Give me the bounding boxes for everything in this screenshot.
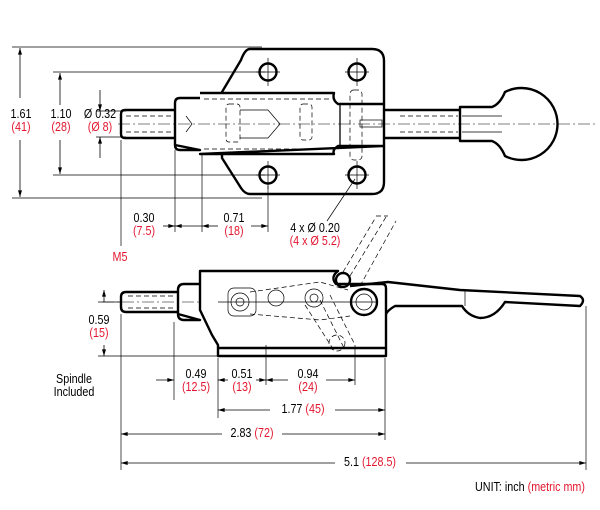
dim-label-overall-length: 5.1 (128.5): [336, 456, 405, 469]
hole-spacing-vertical-inch: 1.10: [50, 107, 72, 121]
overall-length-mm: (128.5): [361, 455, 397, 469]
dim-label-base-front-to-hole: 0.51 (13): [228, 368, 256, 394]
base-plate-outline: [220, 47, 386, 196]
spindle-length-inch: 0.30: [133, 211, 155, 225]
hole-leader: [326, 178, 356, 222]
spindle-diameter-inch: Ø 0.32: [83, 107, 117, 121]
spindle-height-mm: (15): [89, 326, 109, 340]
handle-knob: [458, 86, 559, 162]
spindle-thread: [119, 108, 175, 140]
dim-label-overall-height: 1.61 (41): [6, 108, 35, 134]
spindle-note: Spindle Included: [50, 373, 98, 399]
spindle-note-line2: Included: [53, 385, 95, 399]
base-front-to-hole-inch: 0.51: [231, 367, 253, 381]
mounting-holes: [256, 58, 369, 189]
unit-legend: UNIT: inch (metric mm): [466, 481, 595, 494]
linkage-details: [218, 281, 378, 321]
side-handle: [349, 280, 585, 320]
side-view: [98, 215, 587, 470]
dim-label-hole-spacing-horizontal: 0.94 (24): [293, 368, 324, 394]
handle-rod: [384, 108, 460, 140]
dim-label-spindle-length: 0.30 (7.5): [129, 212, 160, 238]
top-view: [12, 46, 598, 246]
base-length-inch: 1.77: [281, 402, 303, 416]
pivot-upper: [334, 271, 352, 289]
dim-label-hole-spacing-vertical: 1.10 (28): [46, 108, 75, 134]
stroke-inch: 0.49: [185, 367, 207, 381]
spindle-length-mm: (7.5): [132, 224, 156, 238]
stroke-mm: (12.5): [181, 380, 211, 394]
hole-spacing-vertical-mm: (28): [51, 120, 71, 134]
unit-label: UNIT: inch: [475, 480, 525, 494]
handle-open-position: [304, 215, 397, 353]
spindle-tip: [185, 115, 193, 133]
dim-label-base-length: 1.77 (45): [273, 403, 333, 416]
hole-spacing-horizontal-inch: 0.94: [297, 367, 319, 381]
body-length-inch: 2.83: [230, 426, 252, 440]
spindle-diameter-mm: (Ø 8): [87, 120, 113, 134]
hole-spacing-horizontal-mm: (24): [298, 380, 318, 394]
base-front-to-hole-mm: (13): [232, 380, 252, 394]
dim-label-body-length: 2.83 (72): [224, 427, 279, 440]
dim-label-front-to-hole: 0.71 (18): [219, 212, 250, 238]
overall-height-mm: (41): [11, 120, 31, 134]
thread-label: M5: [112, 250, 128, 264]
base-length-mm: (45): [305, 402, 325, 416]
side-body: [198, 269, 388, 358]
dim-label-spindle-diameter: Ø 0.32 (Ø 8): [83, 108, 117, 134]
front-to-hole-mm: (18): [224, 224, 244, 238]
unit-metric: (metric mm): [527, 480, 585, 494]
body-length-mm: (72): [254, 426, 274, 440]
front-to-hole-inch: 0.71: [223, 211, 245, 225]
housing-body: [198, 91, 386, 156]
overall-height-inch: 1.61: [10, 107, 32, 121]
overall-length-inch: 5.1: [343, 455, 359, 469]
dim-label-mounting-holes: 4 x Ø 0.20 (4 x Ø 5.2): [285, 222, 345, 248]
spindle-note-line1: Spindle: [56, 372, 92, 386]
side-spindle-thread: [119, 290, 178, 314]
dim-label-spindle-height: 0.59 (15): [84, 314, 113, 340]
spindle-height-inch: 0.59: [88, 313, 110, 327]
mounting-holes-inch: 4 x Ø 0.20: [290, 221, 340, 235]
dim-label-stroke: 0.49 (12.5): [179, 368, 213, 394]
mounting-holes-mm: (4 x Ø 5.2): [289, 234, 341, 248]
